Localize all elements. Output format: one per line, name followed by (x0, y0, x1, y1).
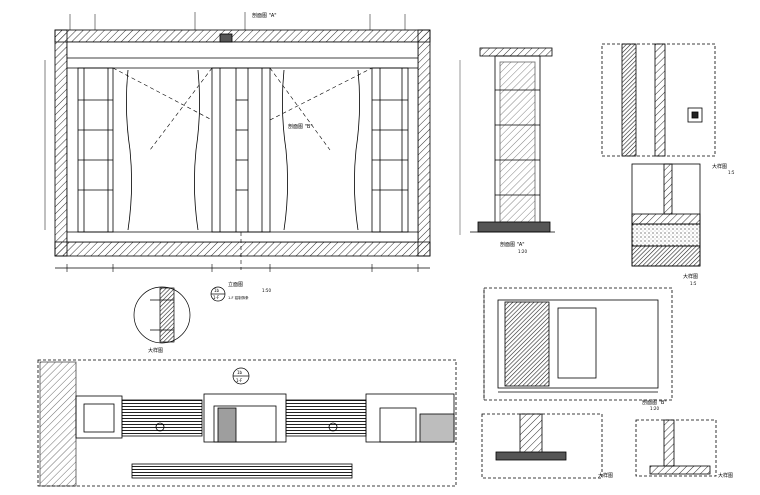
center-shelves (211, 67, 271, 233)
callout-a: 剖面图 "A" (252, 12, 277, 19)
main-elevation (44, 12, 431, 272)
section-b-scale: 1:20 (650, 406, 659, 411)
index-symbol (210, 286, 226, 302)
bottom-index-bottom: 1-F (236, 378, 243, 383)
detail-title-top-right: 大样图 (712, 163, 727, 170)
detail-title-bottom-mid: 大样图 (598, 472, 613, 479)
detail-title-bottom-right: 大样图 (718, 472, 733, 479)
index-top: 1b (214, 288, 220, 293)
detail-scale-top-right: 1:5 (728, 170, 735, 175)
bottom-plan (37, 359, 457, 487)
index-bottom: 1-F (213, 295, 220, 300)
detail-scale-floor: 1:5 (690, 281, 697, 286)
section-a-scale: 1:20 (518, 249, 527, 254)
main-elevation-scale: 1:50 (262, 288, 271, 293)
left-shelves (77, 67, 114, 233)
detail-title-left: 大样图 (148, 347, 163, 354)
right-shelves (371, 67, 409, 233)
callout-b: 剖面图 "B" (288, 123, 313, 130)
section-a (459, 47, 555, 235)
detail-bottom-right (635, 419, 717, 477)
bottom-index-top: 1b (237, 370, 243, 375)
section-b (483, 287, 673, 401)
floor-detail (631, 163, 701, 267)
section-a-title: 剖面图 "A" (500, 241, 525, 248)
bottom-index-symbol (232, 367, 250, 385)
index-note: 1-F 铝制饰条 (228, 295, 249, 300)
main-elevation-title: 立面图 (228, 281, 243, 288)
circle-detail (133, 286, 191, 344)
detail-bottom-mid (481, 413, 603, 479)
detail-top-right (601, 43, 716, 157)
section-b-title: 剖面图 "B" (642, 399, 667, 406)
detail-title-floor: 大样图 (683, 273, 698, 280)
